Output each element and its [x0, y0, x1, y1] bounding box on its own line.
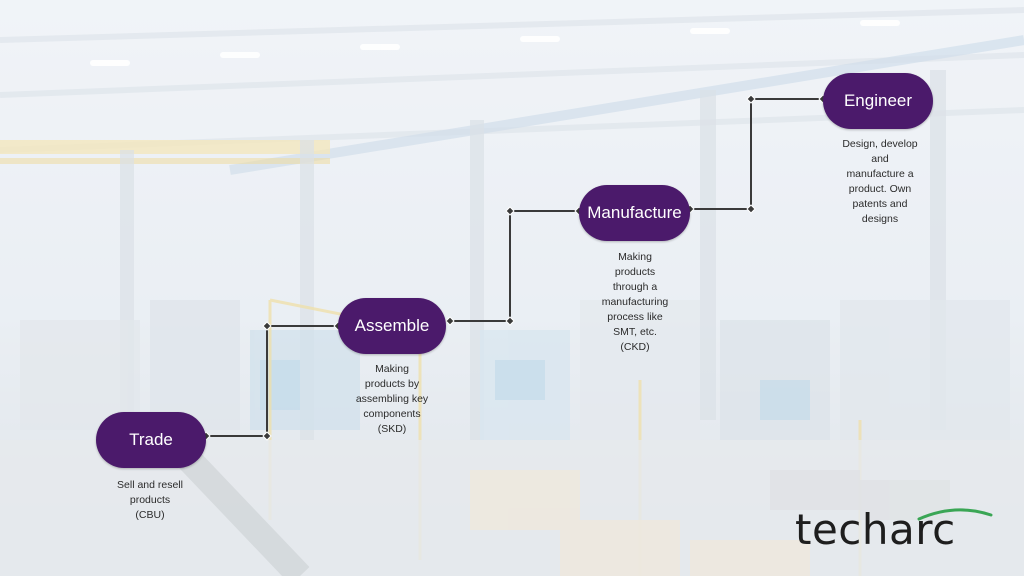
description-line: products [614, 266, 656, 278]
description-line: components [363, 408, 421, 420]
stage-manufacture-label: Manufacture [579, 185, 690, 241]
logo-text: techarc [795, 505, 956, 554]
description-line: (SKD) [377, 423, 407, 435]
description-line: products by [364, 378, 420, 390]
description-line: designs [861, 213, 899, 225]
description-line: SMT, etc. [613, 326, 657, 338]
description-line: Making [375, 363, 409, 375]
description-line: Sell and resell [117, 479, 183, 491]
description-line: assembling key [355, 393, 429, 405]
connector-assemble-manufacture [446, 210, 579, 322]
description-line: (CBU) [135, 509, 165, 521]
stage-trade-label: Trade [96, 412, 206, 468]
description-line: and [871, 153, 889, 165]
description-line: products [129, 494, 171, 506]
connector-trade-assemble [206, 325, 338, 437]
description-line: patents and [852, 198, 908, 210]
description-line: manufacturing [601, 296, 669, 308]
description-line: Making [618, 251, 652, 263]
connector-manufacture-engineer [690, 98, 823, 210]
description-line: through a [612, 281, 658, 293]
description-line: product. Own [848, 183, 912, 195]
description-line: Design, develop [842, 138, 918, 150]
stage-engineer-label: Engineer [823, 73, 933, 129]
stage-engineer-description: Design, develop and manufacture a produc… [826, 137, 934, 227]
stage-manufacture-description: Making products through a manufacturing … [588, 250, 682, 355]
logo-swoosh-icon [917, 508, 993, 521]
description-line: (CKD) [620, 341, 650, 353]
description-line: manufacture a [846, 168, 914, 180]
stage-assemble-description: Making products by assembling key compon… [340, 362, 444, 437]
techarc-logo: techarc [795, 505, 995, 565]
stage-assemble-label: Assemble [338, 298, 446, 354]
description-line: process like [607, 311, 663, 323]
stage-trade-description: Sell and resell products (CBU) [100, 478, 200, 523]
